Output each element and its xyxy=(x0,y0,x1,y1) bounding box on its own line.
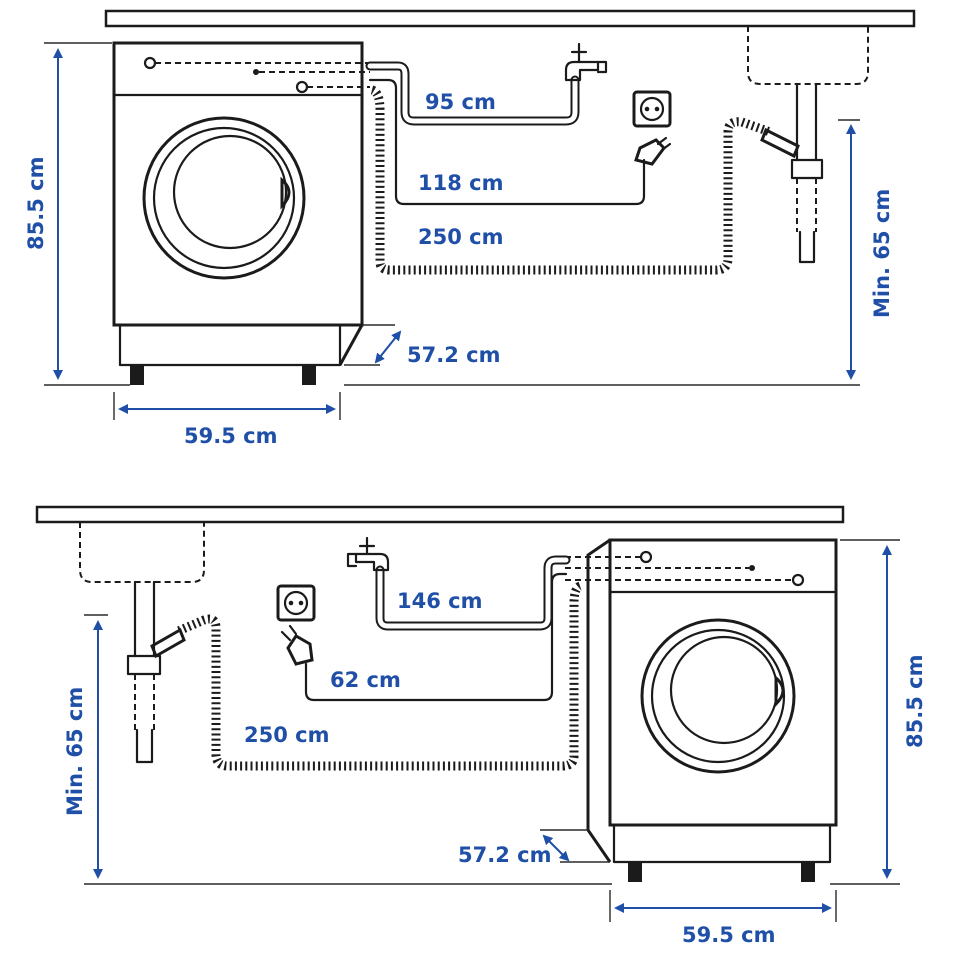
top-tap-hose-label: 95 cm xyxy=(425,90,496,114)
top-min-height-label: Min. 65 cm xyxy=(870,189,894,318)
top-power-cord-label: 118 cm xyxy=(418,171,503,195)
power-cord xyxy=(368,78,646,206)
plug-icon xyxy=(634,136,672,166)
bottom-drain-hose-label: 250 cm xyxy=(244,723,329,747)
bottom-min-height-label: Min. 65 cm xyxy=(63,687,87,816)
top-diagram: 95 cm 118 cm 250 cm 57.2 cm 59.5 cm 85.5… xyxy=(24,9,916,448)
power-cord xyxy=(304,572,568,702)
sink xyxy=(79,522,205,764)
door-handle xyxy=(774,674,785,708)
countertop xyxy=(104,9,916,28)
plug-icon xyxy=(280,624,314,666)
door-handle xyxy=(280,176,291,210)
depth-arrow xyxy=(542,834,570,862)
bottom-width-label: 59.5 cm xyxy=(682,923,775,947)
sink xyxy=(747,26,869,264)
tap-icon xyxy=(346,536,390,572)
depth-arrow xyxy=(374,330,402,364)
top-depth-label: 57.2 cm xyxy=(407,343,500,367)
countertop xyxy=(35,505,845,524)
washing-machine xyxy=(565,538,838,882)
top-width-label: 59.5 cm xyxy=(184,424,277,448)
drain-hose xyxy=(370,85,772,275)
bottom-dimensions xyxy=(84,539,900,922)
bottom-diagram: 146 cm 62 cm 250 cm 57.2 cm 59.5 cm 85.5… xyxy=(35,505,927,947)
door-outer xyxy=(640,618,796,774)
machine-foot-left xyxy=(130,365,144,385)
bottom-height-label: 85.5 cm xyxy=(903,655,927,748)
inlet-port xyxy=(143,56,157,70)
top-dimensions xyxy=(44,42,860,420)
machine-foot-left xyxy=(628,862,642,882)
door-outer xyxy=(142,116,306,280)
machine-foot-right xyxy=(302,365,316,385)
socket-icon xyxy=(276,584,316,622)
socket-icon xyxy=(632,90,672,128)
bottom-power-cord-label: 62 cm xyxy=(330,668,401,692)
washing-machine xyxy=(112,41,370,385)
machine-foot-right xyxy=(801,862,815,882)
top-drain-hose-label: 250 cm xyxy=(418,225,503,249)
bottom-depth-label: 57.2 cm xyxy=(458,843,551,867)
top-height-label: 85.5 cm xyxy=(24,157,48,250)
tap-icon xyxy=(564,42,608,82)
bottom-tap-hose-label: 146 cm xyxy=(397,589,482,613)
